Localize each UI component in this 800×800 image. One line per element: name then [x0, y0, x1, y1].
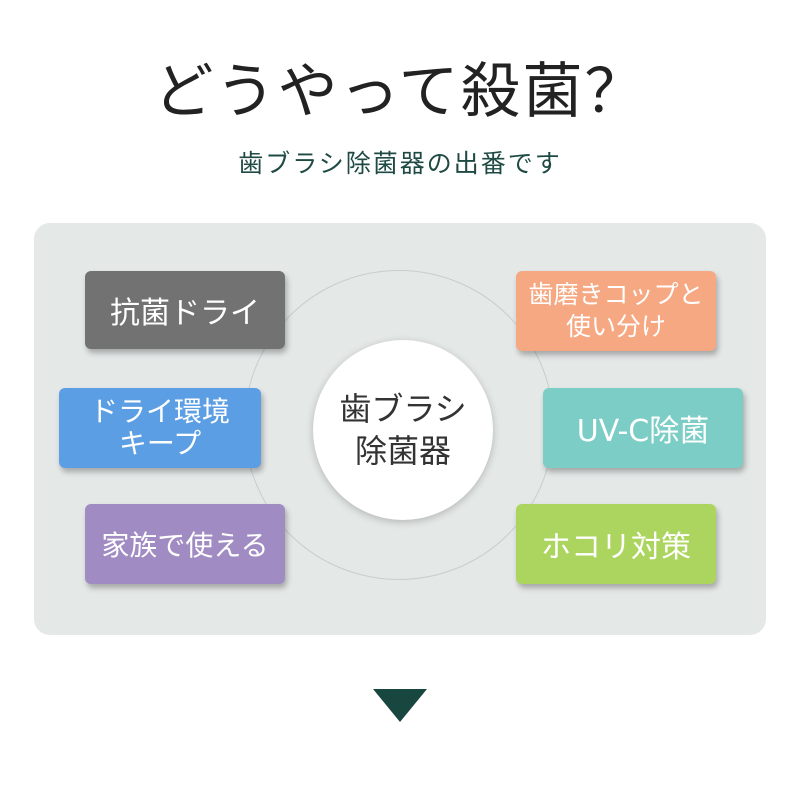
feature-dry-environment: ドライ環境 キープ [59, 388, 261, 468]
feature-dust-protection: ホコリ対策 [516, 504, 716, 584]
page-title: どうやって殺菌？ [153, 57, 647, 127]
feature-antibacterial-dry: 抗菌ドライ [85, 271, 285, 349]
triangle-down-icon [373, 689, 427, 722]
page-subtitle: 歯ブラシ除菌器の出番です [238, 149, 562, 178]
feature-family-use: 家族で使える [85, 504, 285, 584]
center-product-label: 歯ブラシ 除菌器 [313, 340, 493, 520]
feature-separate-cup: 歯磨きコップと 使い分け [516, 271, 716, 351]
feature-uvc-sterilization: UV-C除菌 [543, 388, 743, 468]
